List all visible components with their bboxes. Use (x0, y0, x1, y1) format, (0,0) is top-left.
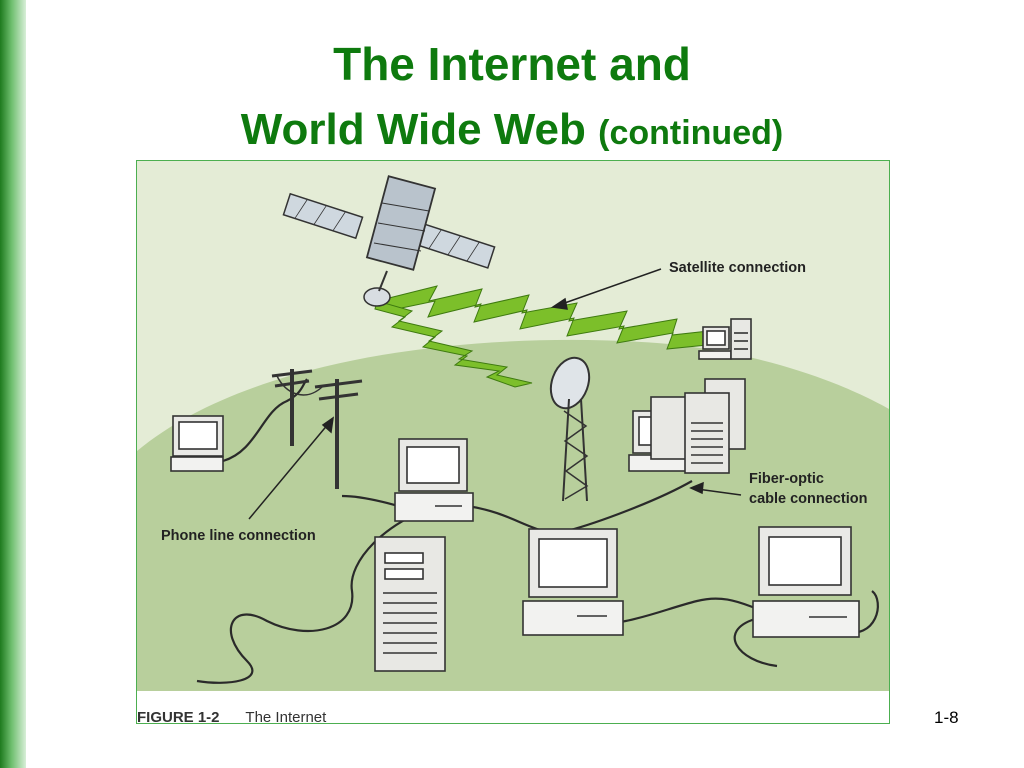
server-tower-bottom-left-icon (374, 536, 446, 672)
panel-grid (294, 199, 480, 262)
cable-left-loop (196, 504, 438, 684)
computer-satellite-client-icon (698, 326, 732, 360)
figure-caption: FIGURE 1-2 The Internet (137, 709, 326, 726)
callout-arrows (248, 268, 742, 520)
satellite-body-line (381, 202, 430, 212)
earth-hill (137, 339, 889, 691)
phone-wire (276, 375, 323, 396)
satellite-body (365, 175, 437, 271)
server-rack-front-icon (684, 392, 730, 474)
pole-right-crossbar (314, 379, 363, 389)
satellite-dish (363, 287, 391, 307)
server-satellite-client-icon (730, 318, 752, 360)
pole-left-crossbar (274, 379, 310, 388)
slide-title-line1: The Internet and (333, 38, 691, 90)
bolt-to-dish (374, 300, 533, 388)
pole-right-crossbar (318, 392, 359, 401)
slide-title-line2: World Wide Web (continued) (0, 104, 1024, 159)
arrow-phone (248, 422, 330, 520)
internet-diagram: Satellite connection Fiber-optic cable c… (137, 161, 889, 691)
arrow-satellite (558, 268, 662, 306)
tower-legs (562, 398, 588, 502)
slide-sidebar-bar (0, 0, 26, 768)
arrowhead-fiber (689, 481, 704, 495)
page-number: 1-8 (934, 708, 959, 727)
computer-bottom-center-icon (522, 528, 624, 636)
arrowhead-phone (321, 416, 334, 434)
tower-bracing (563, 410, 589, 500)
slide-title-suffix: (continued) (598, 114, 784, 152)
computer-left-icon (170, 415, 224, 472)
figure-caption-text: The Internet (245, 709, 327, 726)
label-satellite-connection: Satellite connection (669, 260, 806, 276)
solar-panel-left (282, 192, 364, 240)
satellite-body-line (377, 222, 426, 232)
label-phone-line-connection: Phone line connection (161, 528, 316, 544)
arrow-fiber (696, 488, 742, 496)
satellite-dish-arm (378, 270, 388, 292)
label-fiber-optic-line2: cable connection (749, 491, 867, 507)
satellite-icon (282, 175, 496, 307)
phone-poles-icon (271, 369, 363, 489)
satellite-body-line (373, 242, 422, 252)
ground-dish (549, 356, 591, 410)
slide-title-main: World Wide Web (240, 105, 586, 154)
cable-phone-to-pc (222, 378, 308, 463)
arrowhead-satellite (550, 297, 568, 310)
label-fiber-optic-line1: Fiber-optic (749, 471, 824, 487)
dish-tower-icon (549, 356, 591, 502)
computer-center-icon (394, 438, 474, 522)
pole-left-crossbar (271, 369, 313, 378)
figure-caption-number: FIGURE 1-2 (137, 709, 220, 726)
computers (170, 326, 860, 638)
servers (374, 318, 752, 672)
computer-bottom-right-icon (752, 526, 860, 638)
internet-figure: Satellite connection Fiber-optic cable c… (136, 160, 890, 726)
cable-right-loop (733, 617, 778, 668)
